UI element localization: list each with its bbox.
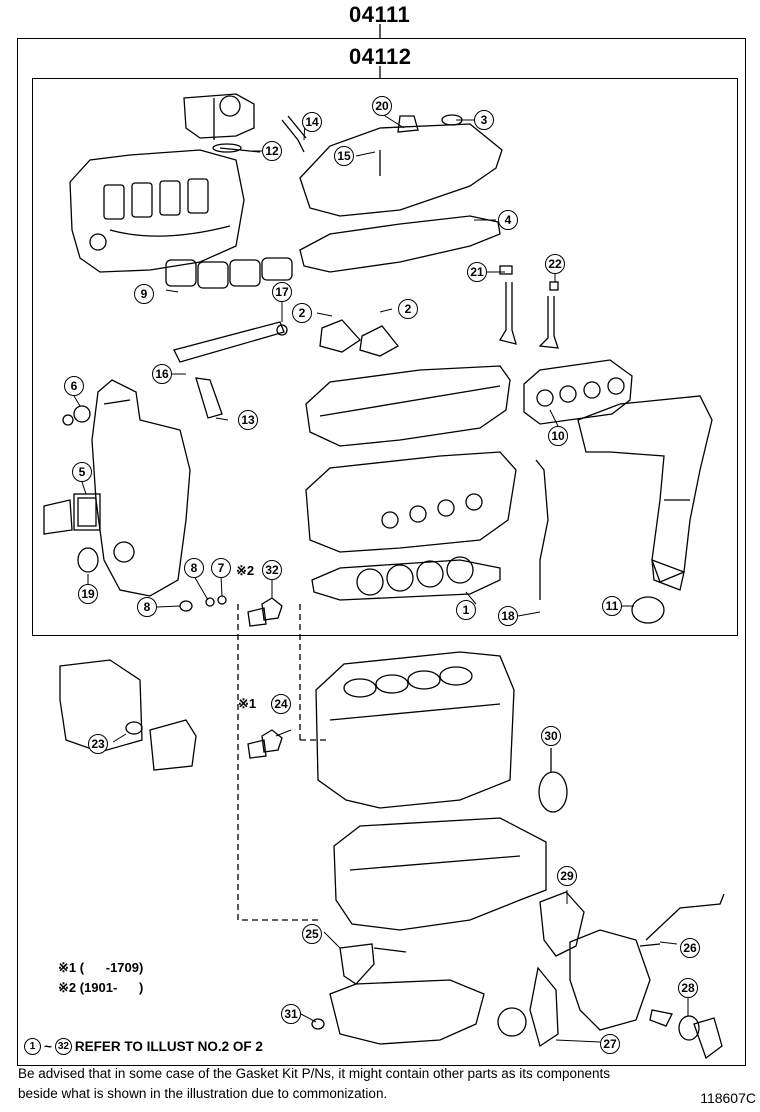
callout-32: 32 xyxy=(262,560,282,580)
refer-tilde: ~ xyxy=(44,1039,52,1054)
refer-to-callout: 32 xyxy=(54,1038,72,1055)
callout-21: 21 xyxy=(467,262,487,282)
refer-text: REFER TO ILLUST NO.2 OF 2 xyxy=(74,1039,263,1054)
callout-31: 31 xyxy=(281,1004,301,1024)
callout-2: 2 xyxy=(292,303,312,323)
outer-kit-frame xyxy=(17,38,746,1066)
callout-26: 26 xyxy=(680,938,700,958)
callout-27: 27 xyxy=(600,1034,620,1054)
callout-13: 13 xyxy=(238,410,258,430)
callout-1: 1 xyxy=(456,600,476,620)
callout-11: 11 xyxy=(602,596,622,616)
inner-kit-frame xyxy=(32,78,738,636)
callout-10: 10 xyxy=(548,426,568,446)
figure-number: 118607C xyxy=(700,1090,756,1106)
note-mark-1: ※1 xyxy=(238,696,257,711)
callout-15: 15 xyxy=(334,146,354,166)
callout-12: 12 xyxy=(262,141,282,161)
callout-28: 28 xyxy=(678,978,698,998)
callout-22: 22 xyxy=(545,254,565,274)
note-mark-2: ※2 xyxy=(236,563,255,578)
callout-19: 19 xyxy=(78,584,98,604)
callout-25: 25 xyxy=(302,924,322,944)
callout-5: 5 xyxy=(72,462,92,482)
callout-23: 23 xyxy=(88,734,108,754)
callout-30: 30 xyxy=(541,726,561,746)
callout-17: 17 xyxy=(272,282,292,302)
callout-7: 7 xyxy=(211,558,231,578)
outer-kit-code: 04111 xyxy=(349,2,411,27)
callout-14: 14 xyxy=(302,112,322,132)
refer-note: 1 ~ 32 REFER TO ILLUST NO.2 OF 2 xyxy=(24,1038,263,1055)
callout-29: 29 xyxy=(557,866,577,886)
callout-8: 8 xyxy=(137,597,157,617)
refer-from-callout: 1 xyxy=(24,1038,41,1055)
callout-8: 8 xyxy=(184,558,204,578)
callout-9: 9 xyxy=(134,284,154,304)
callout-3: 3 xyxy=(474,110,494,130)
callout-20: 20 xyxy=(372,96,392,116)
callout-6: 6 xyxy=(64,376,84,396)
callout-2: 2 xyxy=(398,299,418,319)
footnote-1: ※1 ( -1709) xyxy=(58,960,144,975)
callout-16: 16 xyxy=(152,364,172,384)
callout-4: 4 xyxy=(498,210,518,230)
callout-24: 24 xyxy=(271,694,291,714)
footnote-2: ※2 (1901- ) xyxy=(58,980,144,995)
inner-kit-code: 04112 xyxy=(349,44,412,69)
callout-18: 18 xyxy=(498,606,518,626)
gasket-kit-disclaimer: Be advised that in some case of the Gask… xyxy=(18,1066,611,1101)
